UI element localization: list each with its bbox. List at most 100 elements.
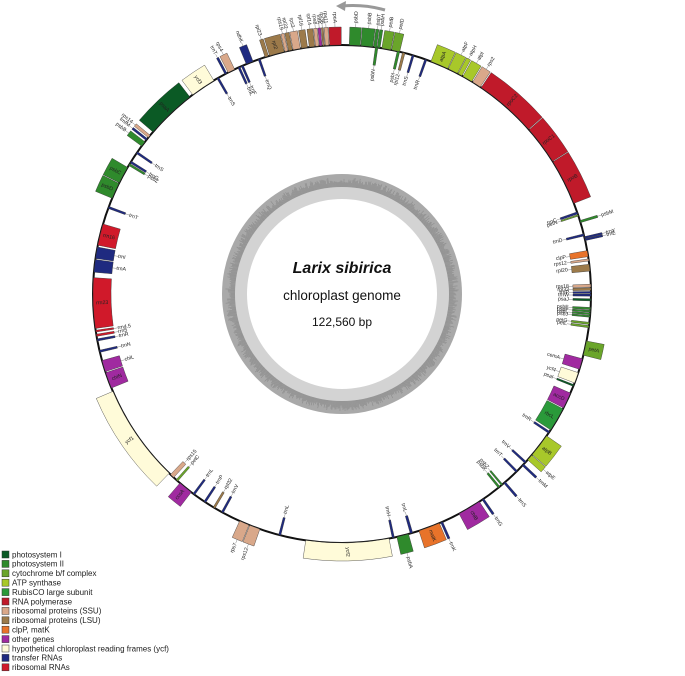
label-leader bbox=[602, 232, 606, 234]
label-leader bbox=[476, 59, 479, 64]
center-disc bbox=[247, 199, 437, 389]
gene-block-psaI bbox=[556, 377, 575, 387]
gene-label: trnL bbox=[400, 503, 408, 513]
gene-label: petA bbox=[588, 346, 600, 354]
legend-label: ribosomal proteins (SSU) bbox=[12, 607, 102, 616]
gene-block-rpl2 bbox=[264, 34, 285, 57]
label-leader bbox=[543, 469, 547, 473]
gene-block-ccsA bbox=[167, 482, 192, 507]
legend-label: photosystem II bbox=[12, 560, 64, 569]
label-leader bbox=[381, 25, 383, 30]
legend-label: hypothetical chloroplast reading frames … bbox=[12, 644, 169, 653]
gene-label: ycf2 bbox=[344, 547, 350, 557]
gene-label: trnN bbox=[120, 341, 131, 349]
label-leader bbox=[117, 346, 122, 348]
gene-block-trnR bbox=[533, 421, 550, 434]
gene-label: rps12 bbox=[554, 260, 568, 268]
gene-block-rpl12 bbox=[397, 52, 406, 71]
gene-block-rps7 bbox=[231, 520, 250, 542]
label-leader bbox=[223, 488, 226, 493]
gene-label: atpF bbox=[460, 41, 470, 53]
label-leader bbox=[215, 54, 218, 58]
gene-block-rpoB bbox=[552, 151, 591, 204]
gene-block-psbZ bbox=[128, 163, 146, 176]
gene-label: rpl33 bbox=[557, 287, 569, 293]
gene-block-rps18 bbox=[572, 283, 592, 288]
species-name: Larix sibirica bbox=[293, 260, 392, 277]
label-leader bbox=[487, 467, 491, 472]
gene-block-trnS bbox=[406, 54, 415, 74]
gene-label: rpl32 bbox=[223, 477, 234, 490]
gene-label: rpoA bbox=[331, 12, 337, 24]
gene-block-petB bbox=[381, 30, 395, 51]
gene-block-psbE bbox=[572, 306, 591, 310]
gene-label: rrn5 bbox=[118, 328, 128, 335]
gene-block-ycf4 bbox=[557, 366, 579, 384]
label-leader bbox=[249, 82, 252, 87]
gene-label: psbZ bbox=[146, 174, 159, 185]
gene-label: trnT bbox=[492, 447, 503, 458]
gene-label: infA bbox=[315, 15, 322, 25]
gene-block-atpF bbox=[448, 52, 467, 74]
label-leader bbox=[535, 477, 540, 481]
gene-block-chlL bbox=[101, 355, 123, 372]
gene-block-rpoC1 bbox=[528, 117, 569, 162]
label-leader bbox=[204, 476, 208, 480]
gene-block-rrn5 bbox=[96, 331, 115, 337]
gene-block-trnV bbox=[511, 449, 527, 464]
gene-label: trnD bbox=[552, 238, 563, 246]
gene-block-atpH bbox=[457, 57, 471, 77]
gene-block-petL bbox=[570, 323, 590, 328]
gene-label: trnT bbox=[208, 45, 218, 57]
gene-label: trnI bbox=[118, 254, 126, 261]
legend-swatch bbox=[1, 635, 10, 643]
gene-label: petD bbox=[398, 18, 406, 30]
label-leader bbox=[393, 68, 395, 73]
legend-swatch bbox=[1, 569, 10, 578]
label-leader bbox=[221, 51, 224, 55]
label-leader bbox=[559, 357, 564, 360]
gene-block-psbA bbox=[396, 533, 414, 555]
gene-label: rps12 bbox=[240, 547, 250, 561]
label-leader bbox=[485, 470, 488, 474]
gene-label: trnH bbox=[383, 506, 391, 517]
label-leader bbox=[188, 463, 192, 468]
gene-block-rps4 bbox=[219, 52, 235, 73]
gene-label: rps18 bbox=[556, 284, 569, 290]
gene-label: rpl23 bbox=[253, 24, 262, 37]
gene-label: ycf3 bbox=[193, 74, 203, 85]
label-leader bbox=[493, 513, 496, 518]
gene-label: atpB bbox=[540, 446, 553, 458]
label-leader bbox=[284, 513, 286, 518]
gene-label: rps19 bbox=[275, 17, 284, 31]
label-leader bbox=[264, 76, 267, 80]
label-leader bbox=[373, 65, 375, 70]
gene-block-trnA bbox=[93, 259, 114, 274]
gene-label: rpl22 bbox=[280, 17, 288, 30]
gene-label: trnC bbox=[546, 218, 557, 227]
legend-label: cytochrome b/f complex bbox=[12, 569, 96, 578]
gene-block-trnQ bbox=[257, 58, 267, 77]
gene-block-trnF bbox=[241, 65, 251, 84]
legend-swatch bbox=[1, 597, 10, 606]
gene-block-rpl32 bbox=[212, 491, 225, 509]
gene-label: trnS bbox=[153, 163, 165, 174]
gene-block-atpI bbox=[462, 60, 482, 82]
gene-label: trnV bbox=[500, 439, 511, 450]
gene-label: trnW bbox=[558, 292, 569, 298]
legend-swatch bbox=[1, 654, 10, 662]
gene-label: rps11 bbox=[322, 11, 329, 24]
gene-label: trnP bbox=[215, 474, 226, 486]
gene-label: trnS bbox=[516, 498, 527, 510]
gene-block-rps3 bbox=[289, 30, 301, 51]
gene-block-rps8 bbox=[313, 27, 319, 47]
gene-block-psbH bbox=[376, 29, 384, 49]
gene-block-rpoC2 bbox=[480, 72, 543, 130]
label-leader bbox=[486, 65, 489, 70]
gene-label: rpl36 bbox=[318, 12, 325, 24]
gene-label: trnE bbox=[606, 230, 617, 238]
label-leader bbox=[114, 255, 119, 257]
gene-block-rpl20 bbox=[571, 264, 591, 273]
